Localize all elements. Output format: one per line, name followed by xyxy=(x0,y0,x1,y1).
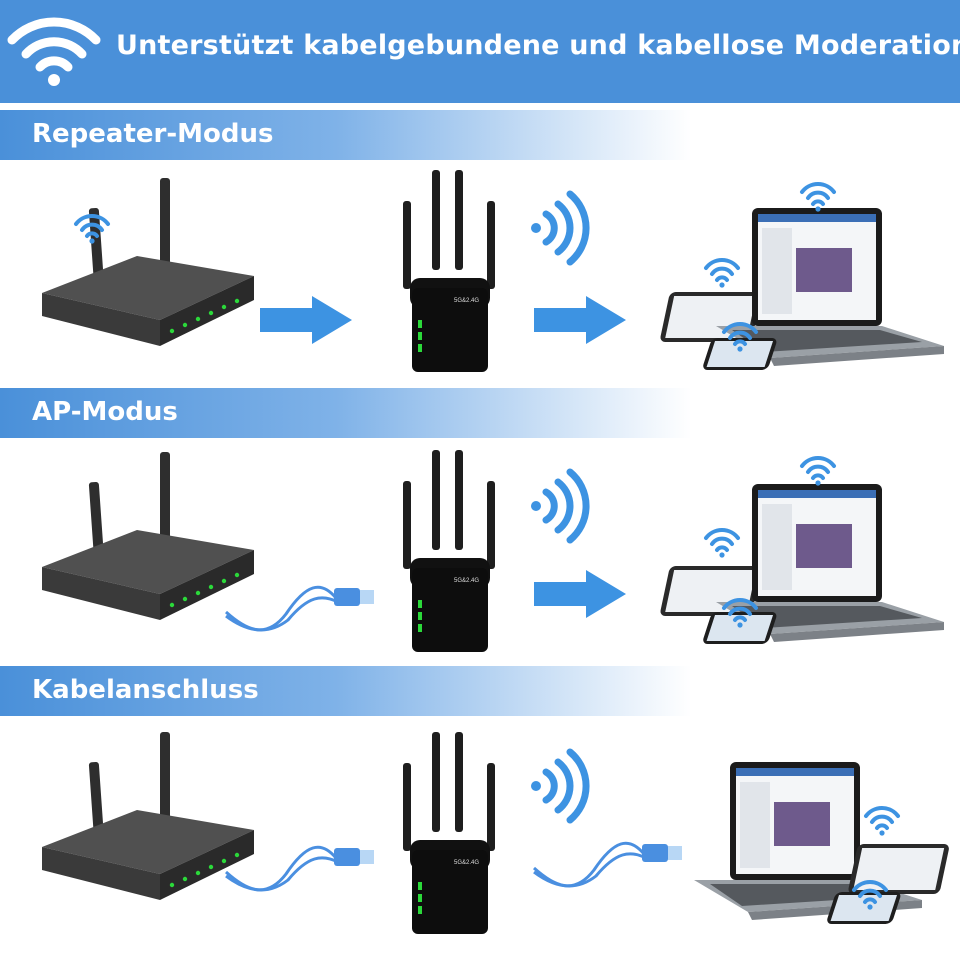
page-title: Unterstützt kabelgebundene und kabellose… xyxy=(116,30,960,61)
router-3 xyxy=(42,732,254,900)
extender-label: 5G&2.4G xyxy=(454,298,479,304)
extender-3 xyxy=(403,732,495,934)
router-1 xyxy=(42,178,254,346)
wifi-icon xyxy=(7,17,101,86)
signal-wave-icon xyxy=(531,752,586,820)
section-label-repeater: Repeater-Modus xyxy=(32,119,274,149)
extender-1 xyxy=(403,170,495,372)
extender-label: 5G&2.4G xyxy=(454,578,479,584)
router-2 xyxy=(42,452,254,620)
arrow-icon xyxy=(260,296,352,344)
section-label-cable: Kabelanschluss xyxy=(32,675,259,705)
signal-wave-icon xyxy=(531,472,586,540)
arrow-icon xyxy=(534,296,626,344)
section-band-cable: Kabelanschluss xyxy=(0,666,960,716)
section-label-ap: AP-Modus xyxy=(32,397,178,427)
wifi-signal-icon xyxy=(800,182,836,214)
arrow-icon xyxy=(534,570,626,618)
section-band-ap: AP-Modus xyxy=(0,388,960,438)
wifi-signal-icon xyxy=(704,258,740,290)
phone xyxy=(825,892,902,924)
extender-label: 5G&2.4G xyxy=(454,860,479,866)
header-bar: Unterstützt kabelgebundene und kabellose… xyxy=(0,0,960,103)
ethernet-cable xyxy=(532,841,684,888)
section-band-repeater: Repeater-Modus xyxy=(0,110,960,160)
ethernet-cable xyxy=(224,585,376,632)
tablet xyxy=(847,844,950,894)
extender-2 xyxy=(403,450,495,652)
wifi-signal-icon xyxy=(704,528,740,560)
wifi-signal-icon xyxy=(800,456,836,488)
wifi-signal-icon xyxy=(864,806,900,838)
signal-wave-icon xyxy=(531,194,586,262)
